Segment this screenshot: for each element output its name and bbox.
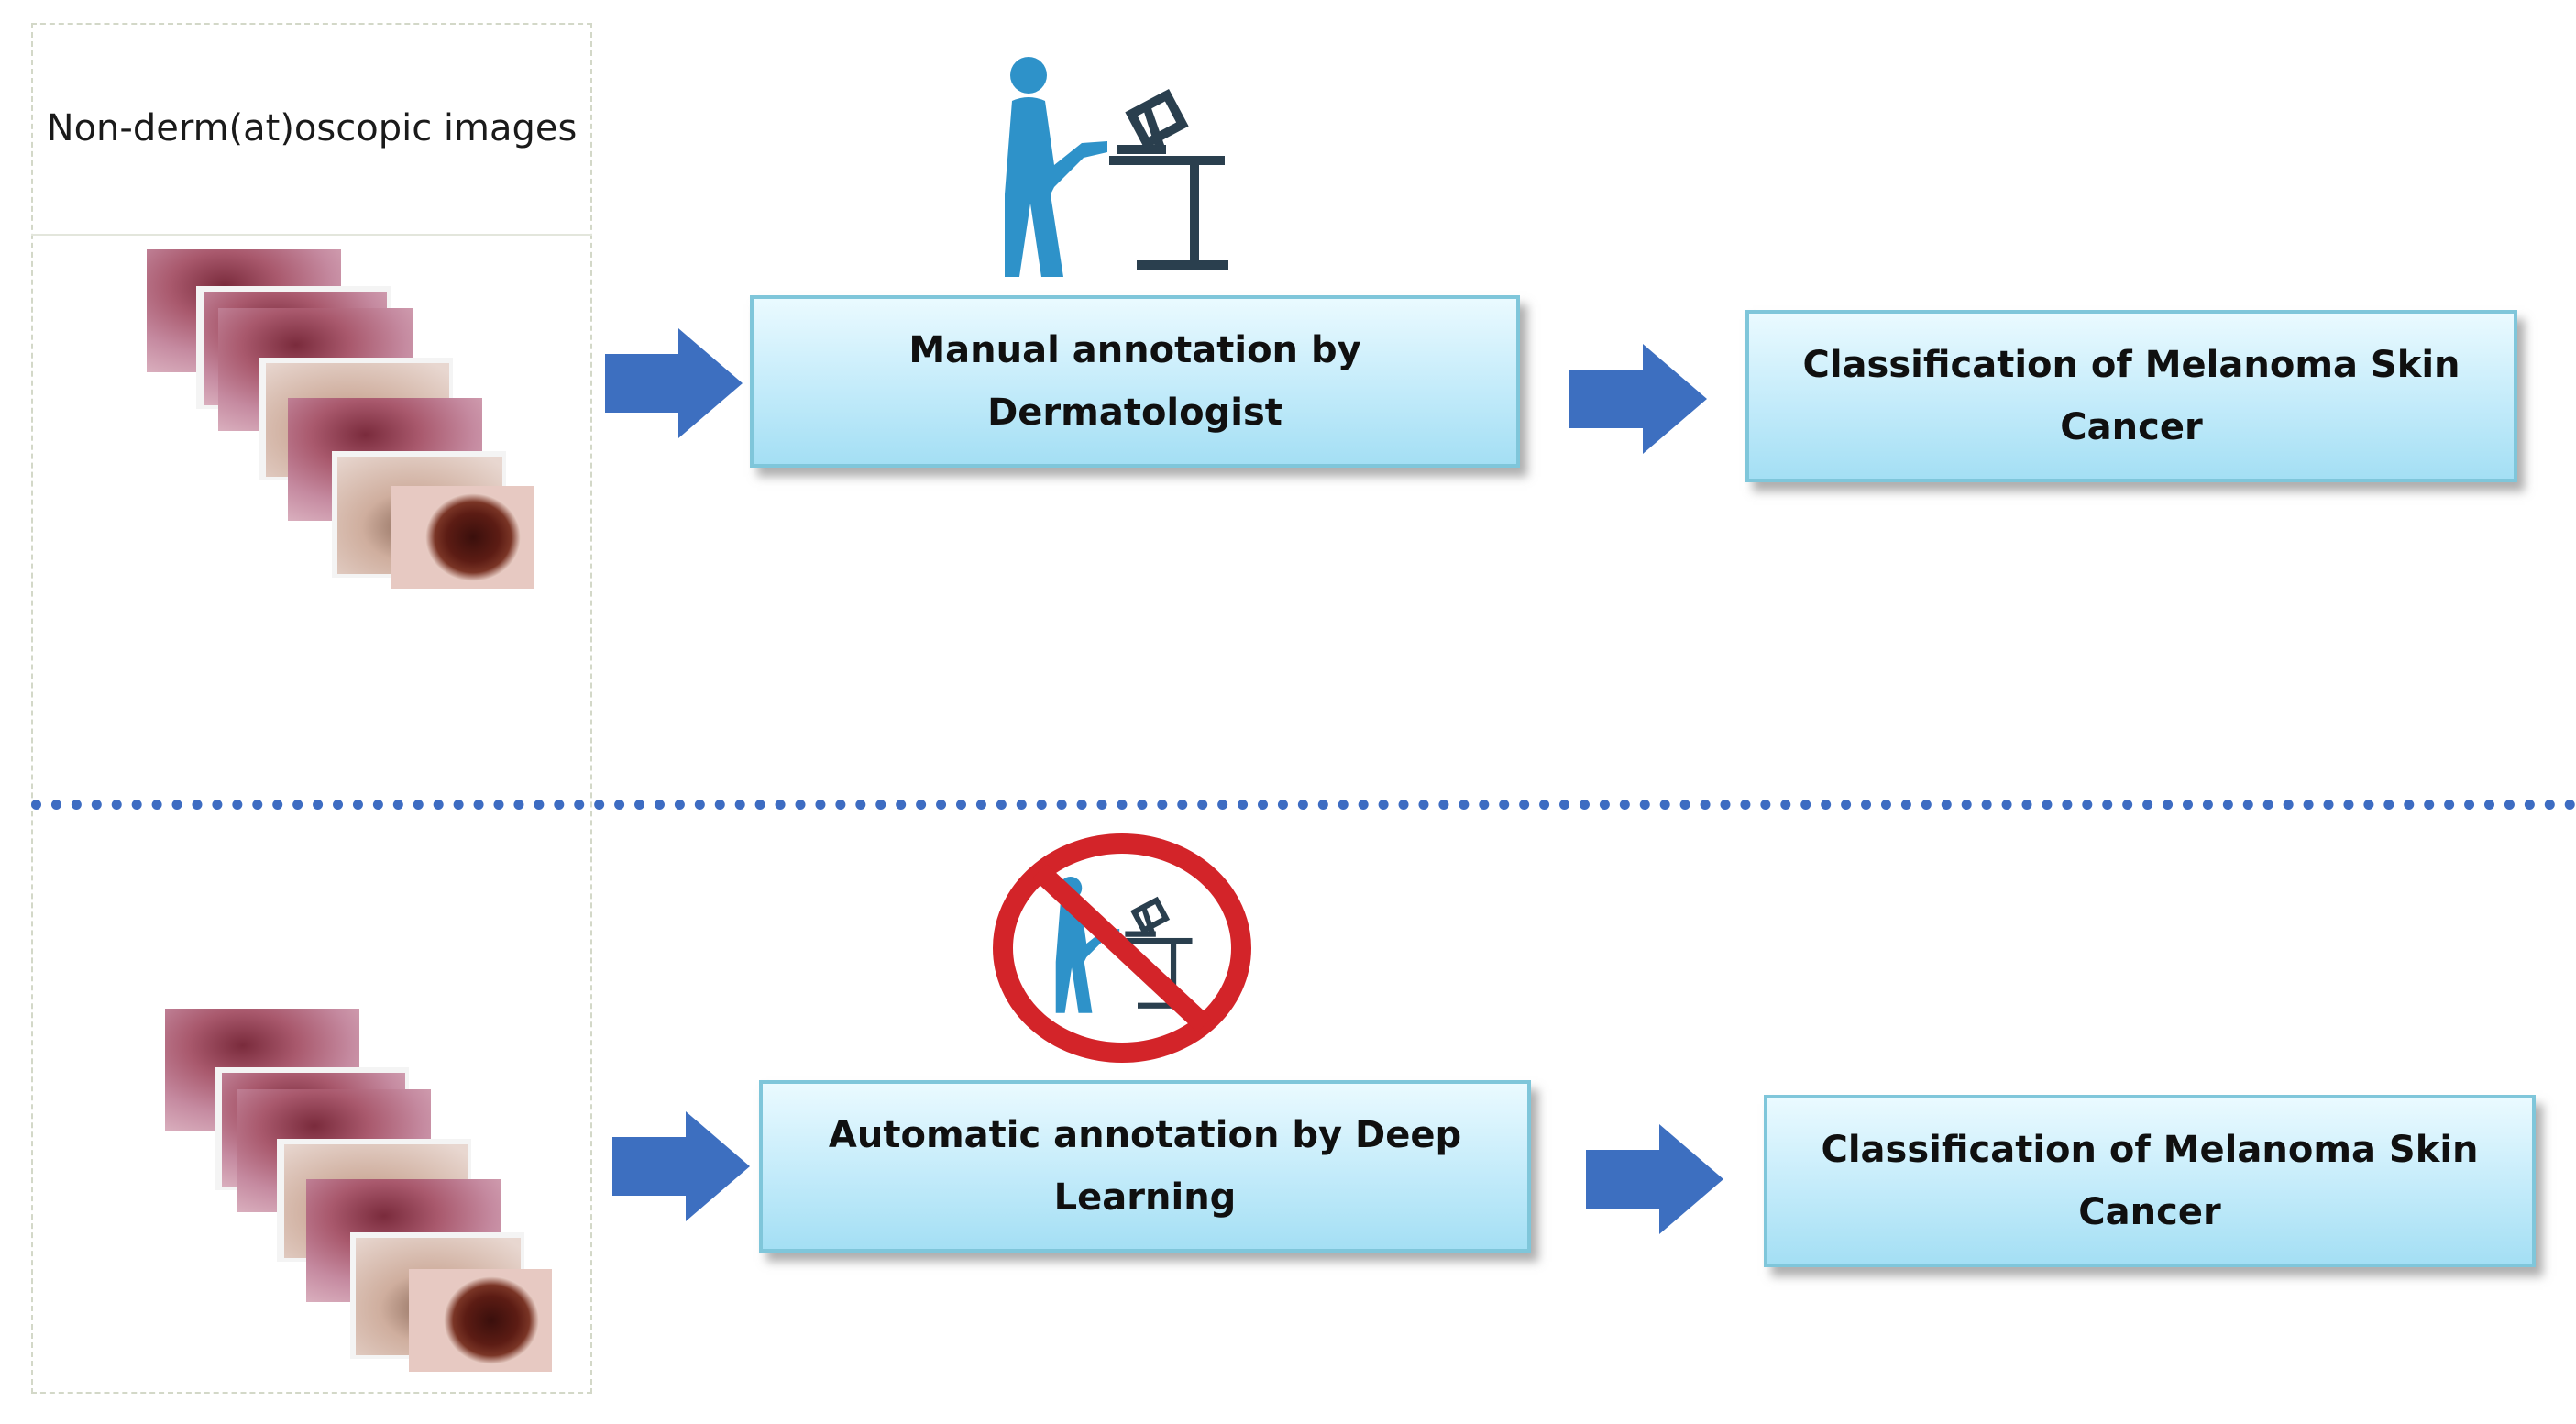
arrow-right-icon (1586, 1124, 1723, 1234)
dermatologist-workstation-icon (1005, 57, 1228, 277)
automatic-annotation-box: Automatic annotation by Deep Learning (759, 1080, 1531, 1253)
bottom-classification-box: Classification of Melanoma Skin Cancer (1764, 1095, 2536, 1267)
top-classification-label: Classification of Melanoma Skin Cancer (1802, 344, 2460, 448)
skin-image-mole (409, 1269, 552, 1372)
arrow-right-icon (1569, 344, 1707, 454)
top-classification-box: Classification of Melanoma Skin Cancer (1745, 310, 2517, 482)
arrow-right-icon (612, 1111, 750, 1221)
arrow-right-icon (605, 328, 743, 438)
skin-image-mole (391, 486, 534, 589)
manual-annotation-label: Manual annotation by Dermatologist (908, 329, 1361, 434)
column-header: Non-derm(at)oscopic images (31, 23, 592, 236)
manual-annotation-box: Manual annotation by Dermatologist (750, 295, 1520, 468)
automatic-annotation-label: Automatic annotation by Deep Learning (828, 1114, 1462, 1219)
bottom-classification-label: Classification of Melanoma Skin Cancer (1821, 1129, 2479, 1233)
section-divider (31, 800, 2576, 810)
image-column-frame (31, 23, 592, 1394)
no-manual-annotation-icon (993, 833, 1251, 1063)
